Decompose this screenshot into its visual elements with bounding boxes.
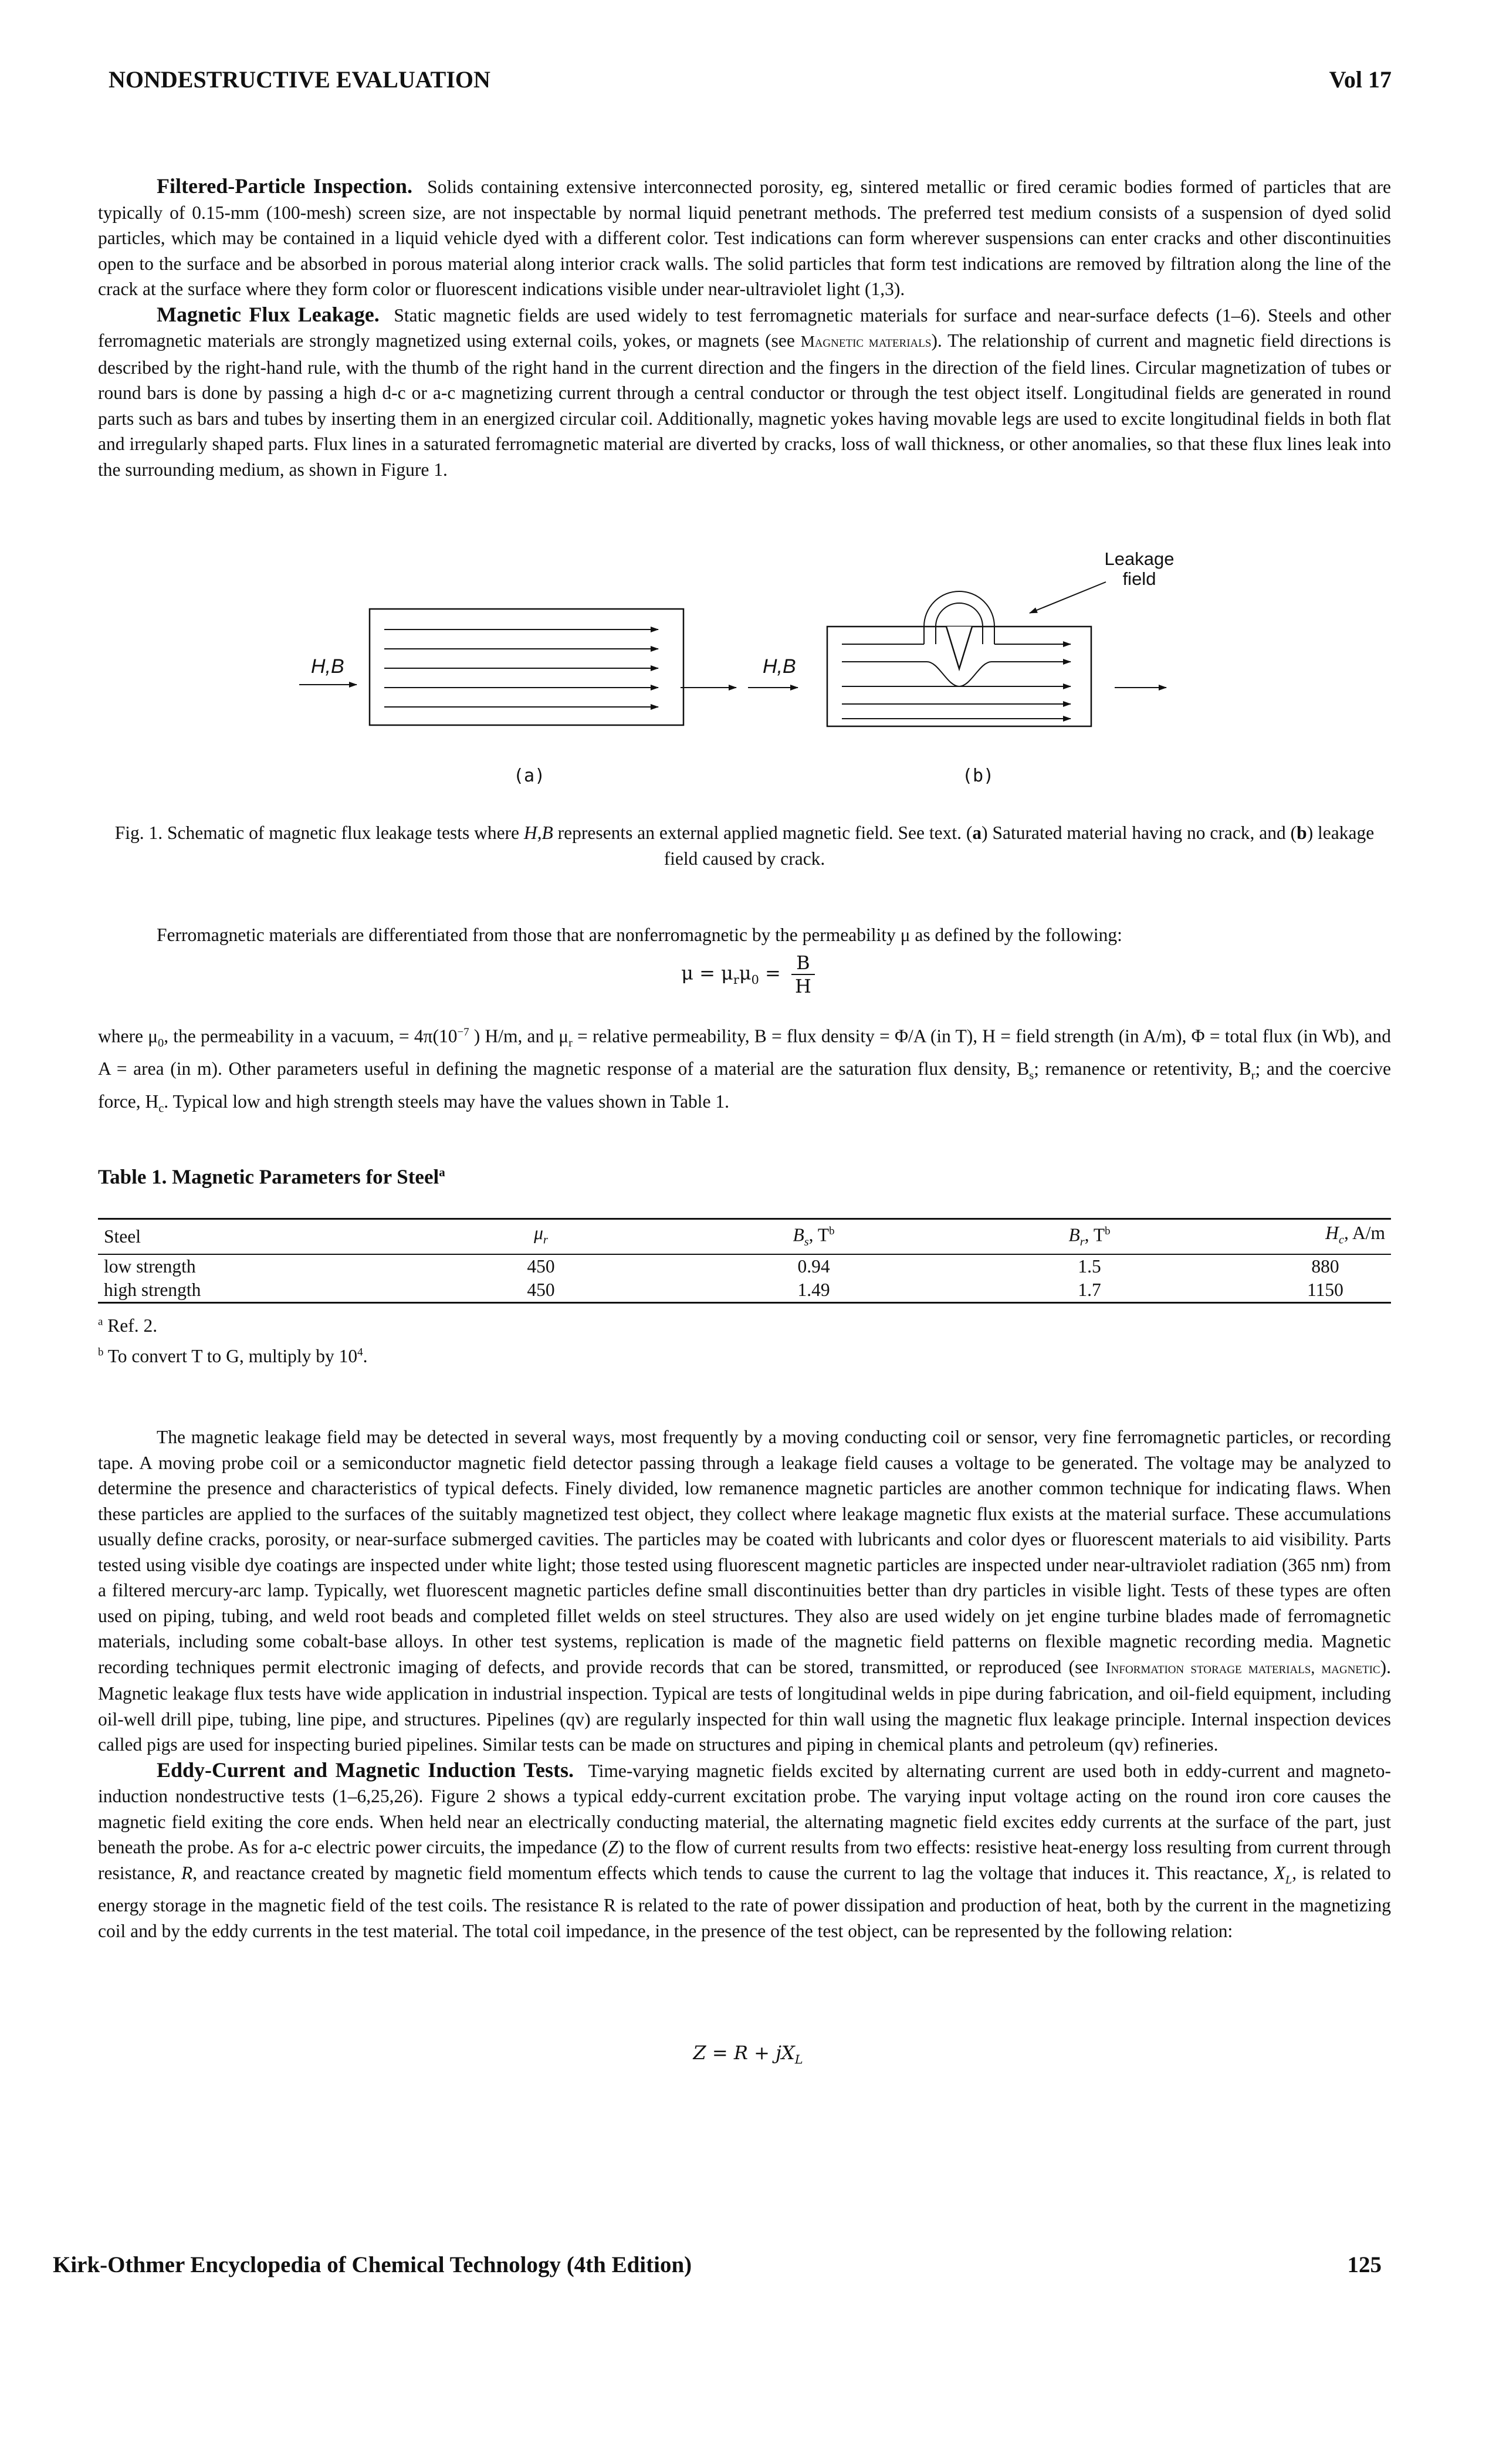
equation-part: μ <box>739 962 752 984</box>
paragraph-text: Static magnetic fields are used widely t… <box>98 304 1391 351</box>
table-cell: low strength <box>104 1256 196 1277</box>
paragraph-text: ) to the flow of current results from tw… <box>98 1837 1391 1883</box>
running-header-title: NONDESTRUCTIVE EVALUATION <box>109 66 490 93</box>
caption-text: ) Saturated material having no crack, an… <box>981 823 1297 843</box>
symbol: Z <box>608 1837 618 1857</box>
permeability-intro: Ferromagnetic materials are differentiat… <box>98 922 1391 948</box>
equation-text: Z = R + jX <box>693 2042 795 2064</box>
leakage-field-arc-outer <box>923 591 995 644</box>
leakage-pointer-arrow <box>1029 581 1106 614</box>
table-1: Steel μr Bs, Tb Br, Tb Hc, A/m low stren… <box>98 1218 1391 1304</box>
paragraph-definitions: where μ0, the permeability in a vacuum, … <box>98 1025 1391 1115</box>
exponent: −7 <box>457 1026 469 1038</box>
leakage-field-label-line2: field <box>1123 568 1156 589</box>
paragraph-text: ; remanence or retentivity, B <box>1034 1058 1251 1079</box>
table-row: low strength 450 0.94 1.5 880 <box>98 1254 1391 1278</box>
paragraph-text: ). Magnetic leakage flux tests have wide… <box>98 1656 1391 1755</box>
fraction-denominator: H <box>794 975 811 997</box>
section-heading-magnetic-flux-leakage: Magnetic Flux Leakage. <box>157 302 380 326</box>
column-header-mu-r: μr <box>403 1218 679 1255</box>
table-cell: 450 <box>527 1256 555 1277</box>
table-cell: 1.7 <box>949 1278 1230 1304</box>
symbol: X <box>1274 1862 1285 1883</box>
hb-label-b: H,B <box>763 655 796 678</box>
cross-reference-link[interactable]: Magnetic materials <box>800 333 932 350</box>
equation-impedance: Z = R + jXL <box>693 2042 803 2067</box>
caption-text: Fig. 1. Schematic of magnetic flux leaka… <box>114 823 524 843</box>
table-cell: 1.49 <box>679 1278 949 1304</box>
flux-line <box>842 659 1071 688</box>
surface-crack <box>945 626 973 672</box>
figure-1-diagram: H,B (a) H,B <box>299 549 1174 786</box>
section-block-top: Filtered-Particle Inspection. Solids con… <box>98 174 1391 482</box>
section-heading-eddy-current: Eddy-Current and Magnetic Induction Test… <box>157 1758 574 1782</box>
footnote-text: Ref. 2. <box>107 1315 158 1336</box>
table-footnote-a: a Ref. 2. <box>98 1315 158 1336</box>
table-cell: 0.94 <box>797 1256 830 1277</box>
column-header-hc: Hc, A/m <box>1230 1218 1391 1255</box>
paragraph-text: where μ <box>98 1025 158 1047</box>
leakage-field-arc-inner <box>935 603 983 644</box>
figure-1-caption: Fig. 1. Schematic of magnetic flux leaka… <box>98 820 1391 871</box>
panel-a-diagram: H,B (a) <box>299 608 737 786</box>
table-cell: 880 <box>1311 1256 1339 1277</box>
paragraph-text: = relative permeability, B = flux densit… <box>98 1025 1391 1079</box>
table-header-row: Steel μr Bs, Tb Br, Tb Hc, A/m <box>98 1218 1391 1255</box>
table-title-text: Table 1. Magnetic Parameters for Steel <box>98 1165 439 1189</box>
panel-b-label: (b) <box>962 766 994 786</box>
symbol: R <box>181 1862 193 1883</box>
paragraph-text: Solids containing extensive interconnect… <box>98 177 1392 299</box>
footnote-text: To convert T to G, multiply by 10 <box>107 1346 358 1366</box>
saturated-material-bar <box>368 608 685 726</box>
table-cell: 450 <box>403 1278 679 1304</box>
table-cell: 1.5 <box>1078 1256 1101 1277</box>
hb-label-a: H,B <box>311 655 344 678</box>
paragraph-text: The magnetic leakage field may be detect… <box>98 1427 1391 1677</box>
running-header-volume: Vol 17 <box>1329 66 1392 93</box>
paragraph-text: . Typical low and high strength steels m… <box>164 1091 730 1112</box>
table-cell: 1150 <box>1230 1278 1391 1304</box>
fraction-numerator: B <box>791 952 815 975</box>
table-cell: high strength <box>98 1278 403 1304</box>
caption-text: represents an external applied magnetic … <box>553 823 973 843</box>
footer-source: Kirk-Othmer Encyclopedia of Chemical Tec… <box>53 2252 692 2277</box>
paragraph-magnetic-flux-leakage: Magnetic Flux Leakage. Static magnetic f… <box>98 302 1391 483</box>
paragraph-text: , the permeability in a vacuum, = 4π(10 <box>164 1025 458 1047</box>
paragraph-text: , and reactance created by magnetic fiel… <box>192 1862 1274 1883</box>
caption-panel-letter: a <box>972 823 982 843</box>
column-header-steel: Steel <box>98 1218 403 1255</box>
caption-text: ) leakage field caused by crack. <box>664 823 1375 869</box>
paragraph-eddy-current: Eddy-Current and Magnetic Induction Test… <box>98 1758 1392 1941</box>
footer-page-number: 125 <box>1347 2252 1382 2277</box>
leakage-field-label-line1: Leakage <box>1105 549 1175 569</box>
column-header-bs: Bs, Tb <box>679 1218 949 1255</box>
panel-b-diagram: H,B (b) Leakage field <box>748 549 1174 786</box>
table-footnote-b: b To convert T to G, multiply by 104. <box>98 1346 368 1366</box>
table-1-title: Table 1. Magnetic Parameters for Steela <box>98 1165 445 1189</box>
permeability-definitions: where μ0, the permeability in a vacuum, … <box>98 1020 1391 1122</box>
panel-a-label: (a) <box>513 766 545 786</box>
cross-reference-link[interactable]: Information storage materials, magnetic <box>1105 1659 1380 1677</box>
paragraph-text: Ferromagnetic materials are differentiat… <box>157 925 1122 945</box>
section-heading-filtered-particle: Filtered-Particle Inspection. <box>157 174 412 198</box>
table-title-footnote-marker: a <box>439 1165 445 1179</box>
caption-panel-letter: b <box>1297 823 1307 843</box>
paragraph-text: ) H/m, and μ <box>469 1025 569 1047</box>
caption-symbol: H,B <box>523 823 553 843</box>
section-block-bottom: The magnetic leakage field may be detect… <box>98 1424 1391 1944</box>
equation-part: μ = μ <box>681 962 733 984</box>
column-header-br: Br, Tb <box>949 1218 1230 1255</box>
table-row: high strength 450 1.49 1.7 1150 <box>98 1278 1391 1304</box>
paragraph-text: ; and the coercive force, H <box>98 1058 1391 1112</box>
paragraph-text: ). The relationship of current and magne… <box>98 330 1391 480</box>
paragraph-filtered-particle: Filtered-Particle Inspection. Solids con… <box>98 174 1391 302</box>
paragraph-detection: The magnetic leakage field may be detect… <box>98 1424 1391 1758</box>
equation-part: = <box>759 962 781 984</box>
paragraph-text: Time-varying magnetic fields excited by … <box>98 1760 1391 1858</box>
paragraph-text: , is related to energy storage in the ma… <box>98 1862 1392 1941</box>
